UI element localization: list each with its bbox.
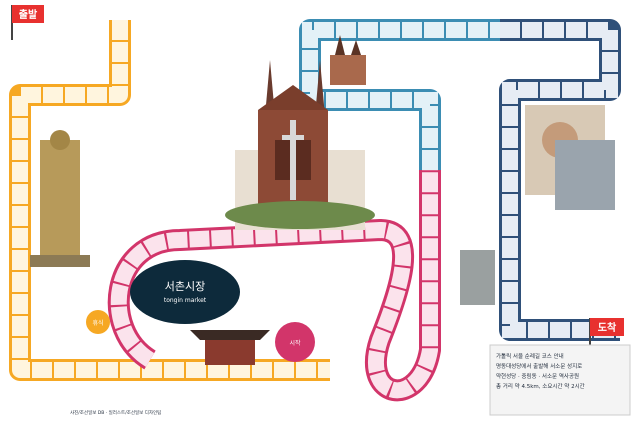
caption: 사진/조선일보 DB · 일러스트/조선일보 디자인팀 — [70, 409, 161, 416]
info-box: 가톨릭 서울 순례길 코스 안내 명동대성당에서 출발해 서소문 성지로 약현성… — [489, 344, 631, 416]
start-flag: 출발 — [11, 5, 44, 40]
svg-text:휴식: 휴식 — [92, 319, 103, 327]
svg-text:가톨릭 서울 순례길 코스 안내: 가톨릭 서울 순례길 코스 안내 — [496, 352, 564, 360]
statue-photo — [30, 130, 90, 267]
street-photo — [555, 140, 615, 210]
orange-route — [9, 20, 330, 381]
palace-photo — [190, 330, 270, 365]
cathedral-photo — [225, 60, 375, 230]
svg-text:약현성당 · 중림동 · 서소문 역사공원: 약현성당 · 중림동 · 서소문 역사공원 — [496, 372, 579, 380]
market-photo: 서촌시장 tongin market — [130, 260, 240, 324]
small-church-photo — [330, 35, 366, 85]
market-sign-title: 서촌시장 — [165, 280, 205, 293]
finish-flag: 도착 — [589, 318, 624, 345]
start-flag-label: 출발 — [19, 8, 38, 21]
navy-route — [499, 19, 621, 341]
svg-text:시작: 시작 — [289, 340, 301, 347]
market-sign-subtitle: tongin market — [164, 297, 207, 304]
pink-bubble: 시작 — [275, 322, 315, 362]
svg-text:명동대성당에서 출발해 서소문 성지로: 명동대성당에서 출발해 서소문 성지로 — [496, 362, 582, 370]
finish-flag-label: 도착 — [598, 321, 617, 334]
alley-photo — [460, 250, 495, 305]
svg-text:총 거리 약 4.5km, 소요시간 약 2시간: 총 거리 약 4.5km, 소요시간 약 2시간 — [496, 382, 585, 390]
pink-route — [107, 170, 441, 402]
orange-bubble: 휴식 — [86, 310, 110, 334]
